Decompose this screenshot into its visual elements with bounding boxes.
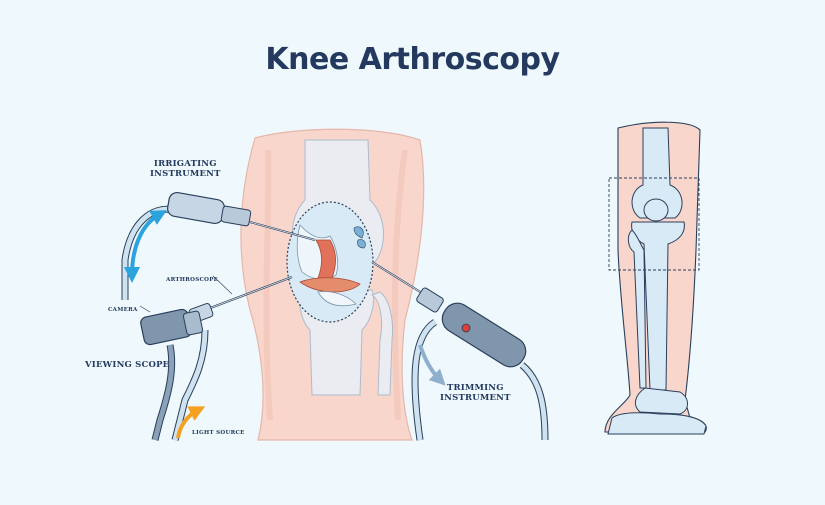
leg-diagram [604,121,707,435]
label-trimming-instrument: TRIMMING INSTRUMENT [440,383,511,403]
light-source-arrow [176,406,206,439]
trimming-instrument [371,261,549,441]
irrigation-arrow [124,210,168,283]
viewing-scope-cable [151,344,176,441]
label-light-source: LIGHT SOURCE [192,430,245,436]
camera [140,308,204,346]
label-camera: CAMERA [108,307,138,313]
trimming-arrow [418,344,446,386]
diagram-title: Knee Arthroscopy [265,42,560,77]
knee-focus-box [608,177,700,271]
label-irrigating-instrument: IRRIGATING INSTRUMENT [150,159,221,179]
arthroscope [171,275,293,441]
label-viewing-scope: VIEWING SCOPE [85,360,170,370]
label-arthroscope: ARTHROSCOPE [166,277,219,283]
